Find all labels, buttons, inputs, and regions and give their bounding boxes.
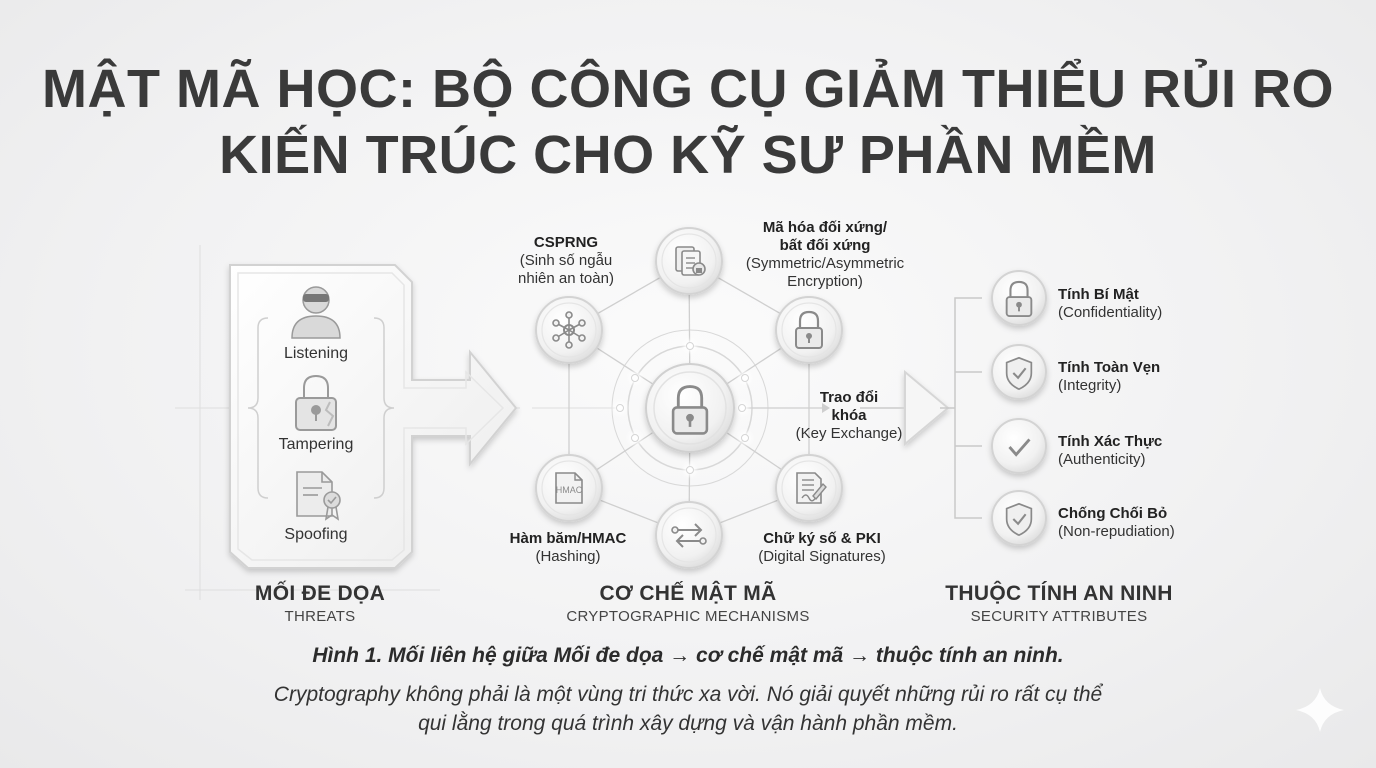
mech-label-key-exchange: Trao đổi khóa (Key Exchange)	[790, 389, 908, 443]
padlock-icon	[1005, 280, 1033, 318]
mech-name-key-exchange: Trao đổi khóa	[819, 389, 879, 424]
mechanism-node-circle	[655, 501, 723, 569]
mech-name-signatures: Chữ ký số & PKI	[763, 530, 881, 547]
attr-detail-non-repudiation: (Non-repudiation)	[1058, 523, 1175, 540]
shield-check-icon	[1005, 356, 1033, 391]
glow-dot-core	[616, 404, 624, 412]
hmac-icon-text: HMAC	[556, 485, 583, 495]
checkmark-icon	[1008, 438, 1031, 457]
mechanism-node-inner-ring	[661, 507, 717, 563]
description-line-1: Cryptography không phải là một vùng tri …	[273, 683, 1103, 706]
attributes-subheading-text: SECURITY ATTRIBUTES	[970, 608, 1148, 625]
attr-name-non-repudiation: Chống Chối Bỏ	[1058, 505, 1168, 522]
glow-dot-core	[631, 434, 639, 442]
attr-label-confidentiality: Tính Bí Mật (Confidentiality)	[1058, 286, 1162, 322]
attr-label-authenticity: Tính Xác Thực (Authenticity)	[1058, 433, 1162, 469]
mechanism-node	[655, 227, 723, 295]
attr-label-non-repudiation: Chống Chối Bỏ (Non-repudiation)	[1058, 505, 1175, 541]
attr-name-confidentiality: Tính Bí Mật	[1058, 286, 1139, 303]
threat-label-listening: Listening	[283, 345, 349, 362]
threats-panel	[229, 264, 518, 569]
mech-detail-hashing: (Hashing)	[535, 548, 601, 565]
mech-name-hashing: Hàm băm/HMAC	[509, 530, 627, 547]
network-nodes-icon	[552, 311, 586, 349]
attr-detail-confidentiality: (Confidentiality)	[1058, 304, 1163, 321]
threats-heading-text: MỐI ĐE DỌA	[254, 582, 386, 605]
attribute-node-circle	[991, 418, 1047, 474]
attr-label-integrity: Tính Toàn Vẹn (Integrity)	[1058, 359, 1160, 395]
mechanisms-subheading-text: CRYPTOGRAPHIC MECHANISMS	[566, 608, 810, 625]
mech-label-signatures: Chữ ký số & PKI (Digital Signatures)	[742, 530, 902, 566]
padlock-icon	[795, 310, 823, 349]
attribute-node	[991, 418, 1047, 474]
threat-label-spoofing: Spoofing	[284, 526, 348, 543]
threats-panel-inner-border	[237, 272, 505, 561]
attributes-heading-text: THUỘC TÍNH AN NINH	[945, 582, 1173, 605]
figure-caption: Hình 1. Mối liên hệ giữa Mối đe dọa → cơ…	[312, 644, 1064, 667]
mech-detail-signatures: (Digital Signatures)	[758, 548, 886, 565]
mechanism-node	[655, 501, 723, 569]
mech-detail-key-exchange: (Key Exchange)	[795, 425, 903, 442]
mechanism-node-inner-ring	[541, 460, 597, 516]
mech-name-csprng: CSPRNG	[533, 234, 599, 251]
glow-dot-core	[686, 342, 694, 350]
mechanism-node-inner-ring	[541, 302, 597, 358]
mech-label-encryption: Mã hóa đối xứng/ bất đối xứng (Symmetric…	[735, 219, 915, 291]
glow-dot-core	[631, 374, 639, 382]
mech-name-encryption: Mã hóa đối xứng/ bất đối xứng	[762, 219, 888, 254]
title-line-1: MẬT MÃ HỌC: BỘ CÔNG CỤ GIẢM THIỂU RỦI RO	[42, 59, 1334, 119]
attributes-bracket	[940, 297, 982, 519]
attr-name-authenticity: Tính Xác Thực	[1058, 433, 1163, 450]
mech-detail-encryption: (Symmetric/Asymmetric Encryption)	[745, 255, 905, 290]
threat-label-tampering: Tampering	[278, 436, 354, 453]
sparkle-icon	[1296, 688, 1344, 732]
hacker-icon	[291, 286, 341, 339]
mechanism-node: HMAC	[535, 454, 603, 522]
padlock-icon	[671, 385, 709, 435]
threats-brackets	[247, 317, 395, 499]
glow-dot-core	[686, 466, 694, 474]
mechanism-layer: HMAC	[535, 227, 843, 569]
title-line-2: KIẾN TRÚC CHO KỸ SƯ PHẦN MỀM	[219, 125, 1157, 185]
mech-label-csprng: CSPRNG (Sinh số ngẫu nhiên an toàn)	[496, 234, 636, 288]
documents-lock-icon	[675, 246, 706, 276]
mech-detail-csprng: (Sinh số ngẫu nhiên an toàn)	[518, 252, 614, 287]
attribute-node	[991, 344, 1047, 400]
glow-dot-core	[741, 434, 749, 442]
hmac-document-icon: HMAC	[555, 472, 583, 504]
attr-detail-integrity: (Integrity)	[1058, 377, 1122, 394]
threats-subheading-text: THREATS	[284, 608, 356, 625]
mechanism-node-inner-ring	[781, 460, 837, 516]
shield-check-icon	[1005, 502, 1033, 537]
attribute-layer	[991, 270, 1047, 546]
mechanisms-heading: CƠ CHẾ MẬT MÃ CRYPTOGRAPHIC MECHANISMS	[548, 582, 828, 625]
attr-detail-authenticity: (Authenticity)	[1058, 451, 1146, 468]
threats-heading: MỐI ĐE DỌA THREATS	[220, 582, 420, 625]
mechanisms-heading-text: CƠ CHẾ MẬT MÃ	[599, 582, 777, 605]
key-exchange-arrows-icon	[671, 523, 707, 548]
mechanism-node	[775, 454, 843, 522]
broken-padlock-icon	[295, 374, 337, 431]
mechanism-node-inner-ring	[781, 302, 837, 358]
glow-dot-core	[738, 404, 746, 412]
mechanism-node	[775, 296, 843, 364]
mech-label-hashing: Hàm băm/HMAC (Hashing)	[498, 530, 638, 566]
glow-dot-core	[741, 374, 749, 382]
attribute-node	[991, 270, 1047, 326]
key-exchange-arrowhead	[822, 403, 830, 413]
description-line-2: qui lằng trong quá trình xây dựng và vận…	[418, 712, 958, 735]
signature-document-icon	[796, 472, 827, 504]
attribute-node	[991, 490, 1047, 546]
mechanism-node	[535, 296, 603, 364]
certificate-document-icon	[296, 471, 341, 521]
attributes-heading: THUỘC TÍNH AN NINH SECURITY ATTRIBUTES	[944, 582, 1174, 625]
center-hub	[645, 363, 735, 453]
mechanism-node-inner-ring	[661, 233, 717, 289]
attr-name-integrity: Tính Toàn Vẹn	[1058, 359, 1161, 376]
